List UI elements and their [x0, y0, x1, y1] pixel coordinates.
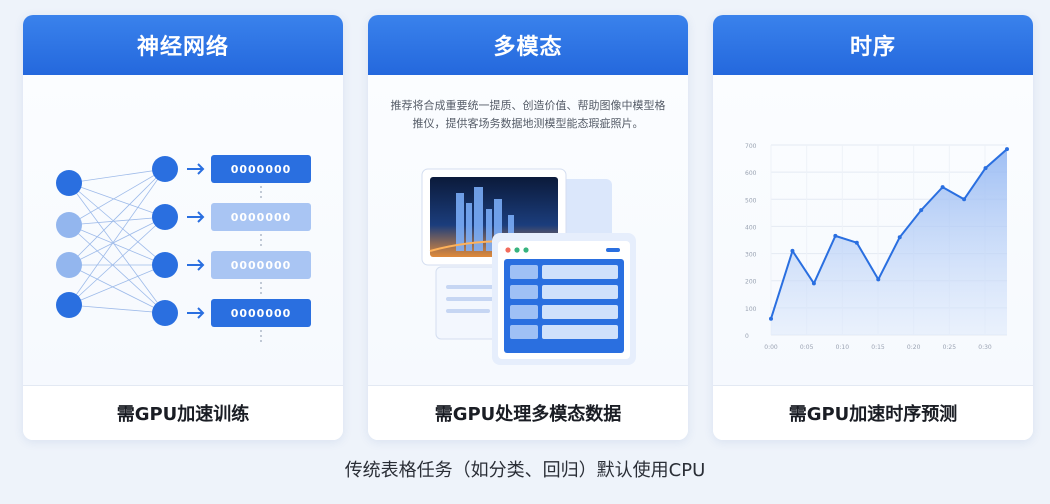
y-tick-label: 700: [745, 143, 757, 150]
data-point: [811, 281, 816, 286]
output-label-1: 0000000: [231, 163, 292, 176]
data-point: [962, 197, 967, 202]
x-tick-label: 0:20: [907, 344, 921, 351]
x-tick-label: 0:05: [800, 344, 814, 351]
neural-network-svg: 0000000 0000000 0000000 0000000: [56, 155, 311, 342]
table-rows: [510, 265, 618, 339]
x-axis-ticks: 0:00 0:05 0:10 0:15 0:20 0:25 0:30: [764, 344, 992, 351]
output-label-3: 0000000: [231, 259, 292, 272]
y-tick-label: 400: [745, 224, 757, 231]
window-bar: [606, 248, 620, 252]
window-dot-green: [523, 247, 529, 253]
multimodal-svg: [421, 168, 636, 365]
data-point: [876, 277, 881, 282]
output-label-4: 0000000: [231, 307, 292, 320]
data-point: [1005, 147, 1009, 152]
input-node-3: [56, 252, 82, 278]
card-footer-time-series: 需GPU加速时序预测: [713, 385, 1033, 440]
data-point: [983, 166, 988, 171]
x-tick-label: 0:30: [978, 344, 992, 351]
y-tick-label: 500: [745, 197, 757, 204]
card-multimodal: 多模态 推荐将合成重要统一提质、创造价值、帮助图像中模型格推仪，提供客场务数据地…: [368, 15, 688, 440]
x-tick-label: 0:00: [764, 344, 778, 351]
multimodal-illustration: 推荐将合成重要统一提质、创造价值、帮助图像中模型格推仪，提供客场务数据地测模型能…: [368, 75, 688, 385]
data-point: [897, 235, 902, 240]
arrow-icons: [187, 163, 205, 319]
output-label-2: 0000000: [231, 211, 292, 224]
data-point: [854, 240, 859, 245]
input-node-2: [56, 212, 82, 238]
x-tick-label: 0:10: [836, 344, 850, 351]
hidden-node-2: [152, 204, 178, 230]
card-footer-neural-network: 需GPU加速训练: [23, 385, 343, 440]
output-box-2: [211, 203, 311, 231]
data-point: [833, 233, 838, 238]
arrow-right-icon: [187, 259, 205, 271]
hidden-node-4: [152, 300, 178, 326]
x-tick-label: 0:15: [871, 344, 885, 351]
hidden-node-1: [152, 156, 178, 182]
multimodal-description: 推荐将合成重要统一提质、创造价值、帮助图像中模型格推仪，提供客场务数据地测模型能…: [390, 99, 666, 130]
data-point: [940, 185, 945, 190]
y-tick-label: 0: [745, 333, 749, 340]
vertical-dots: [260, 186, 262, 342]
card-title-multimodal: 多模态: [368, 15, 688, 75]
output-box-3: [211, 251, 311, 279]
input-node-4: [56, 292, 82, 318]
bottom-caption: 传统表格任务（如分类、回归）默认使用CPU: [344, 460, 706, 481]
output-box-4: [211, 299, 311, 327]
data-point: [790, 248, 795, 253]
window-dot-red: [505, 247, 511, 253]
network-connections: [68, 168, 166, 314]
y-tick-label: 300: [745, 252, 757, 259]
series-line: [770, 148, 1008, 320]
series-area: [771, 149, 1007, 335]
card-footer-multimodal: 需GPU处理多模态数据: [368, 385, 688, 440]
output-box-1: [211, 155, 311, 183]
hidden-node-3: [152, 252, 178, 278]
input-node-1: [56, 170, 82, 196]
series-points: [769, 147, 1009, 321]
data-point: [919, 208, 924, 213]
x-tick-label: 0:25: [943, 344, 957, 351]
arrow-right-icon: [187, 211, 205, 223]
data-point: [769, 316, 773, 321]
neural-network-diagram: 0000000 0000000 0000000 0000000: [23, 75, 343, 385]
card-title-neural-network: 神经网络: [23, 15, 343, 75]
y-tick-label: 600: [745, 170, 757, 177]
card-title-time-series: 时序: [713, 15, 1033, 75]
card-neural-network: 神经网络: [23, 15, 343, 440]
arrow-right-icon: [187, 307, 205, 319]
window-dot-yellow: [514, 247, 520, 253]
y-tick-label: 200: [745, 279, 757, 286]
y-tick-label: 100: [745, 306, 757, 313]
arrow-right-icon: [187, 163, 205, 175]
y-axis-ticks: 0 100 200 300 400 500 600 700: [745, 143, 757, 340]
